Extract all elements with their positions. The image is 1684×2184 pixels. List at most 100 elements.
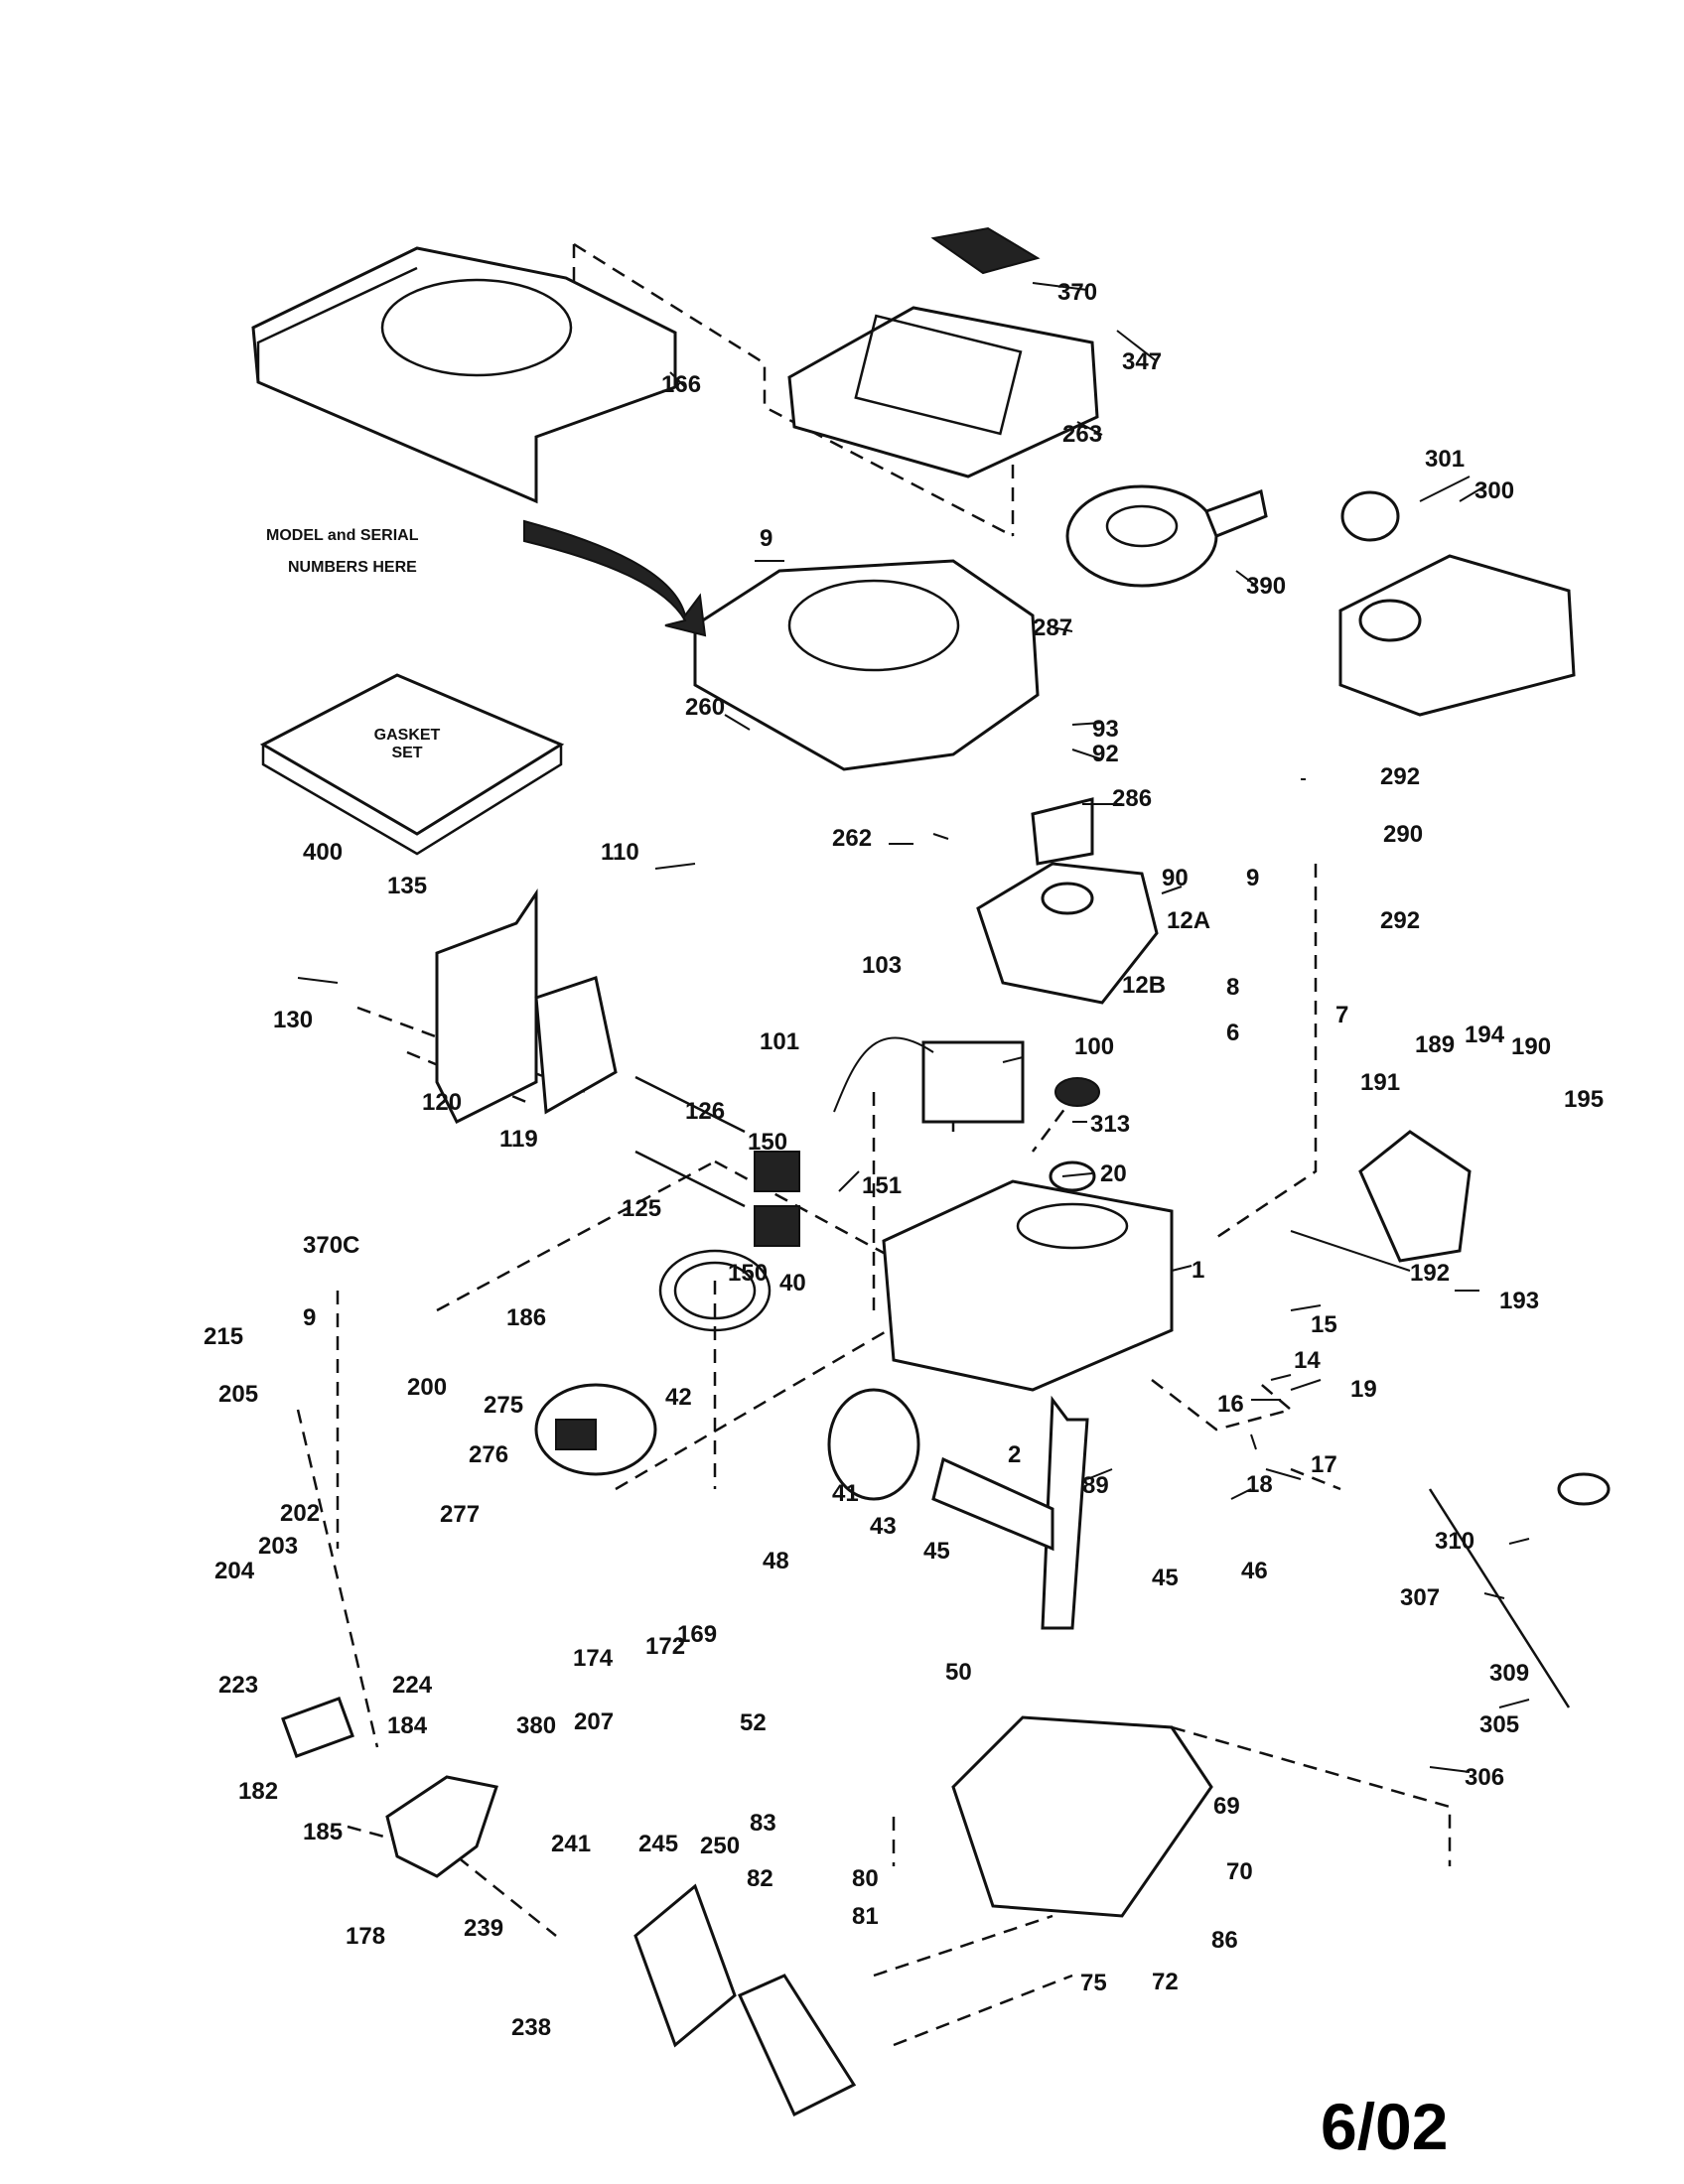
gasket-set-label-2: SET xyxy=(391,745,422,761)
part-label: 1 xyxy=(1192,1257,1204,1284)
model-serial-note: MODEL and SERIAL NUMBERS HERE xyxy=(266,519,707,637)
part-label: 75 xyxy=(1080,1970,1107,1996)
leader-lines xyxy=(297,282,1530,1773)
part-label: 135 xyxy=(387,873,427,899)
part-label: 309 xyxy=(1489,1660,1529,1687)
part-label: 43 xyxy=(870,1513,897,1540)
part-label: 195 xyxy=(1564,1086,1604,1113)
part-label: 310 xyxy=(1435,1528,1474,1555)
part-label: 80 xyxy=(852,1865,879,1892)
part-label: 82 xyxy=(747,1865,773,1892)
blower-housing-260 xyxy=(693,559,1040,771)
part-label: 190 xyxy=(1511,1033,1551,1060)
part-label: 390 xyxy=(1246,573,1286,600)
part-label: 223 xyxy=(218,1672,258,1699)
air-filter-245-250 xyxy=(633,1883,857,2117)
part-label: 276 xyxy=(469,1441,508,1468)
part-label: 262 xyxy=(832,825,872,852)
part-label: 70 xyxy=(1226,1858,1253,1885)
piston-41 xyxy=(827,1388,920,1501)
part-label: 9 xyxy=(303,1304,316,1331)
callout-labels: 3703471662633013009390287260939228626211… xyxy=(204,279,1604,2041)
part-label: 126 xyxy=(685,1098,725,1125)
part-label: 120 xyxy=(422,1089,462,1116)
part-label: 7 xyxy=(1335,1002,1348,1028)
part-label: 263 xyxy=(1062,421,1102,448)
fuel-tank-300 xyxy=(1338,490,1576,717)
part-label: 46 xyxy=(1241,1558,1268,1584)
part-label: 370 xyxy=(1057,279,1097,306)
carburetor-380 xyxy=(281,1697,498,1878)
date-code: 6/02 xyxy=(1321,2090,1448,2163)
assembly-guide-lines xyxy=(296,242,1452,2047)
part-label: 193 xyxy=(1499,1288,1539,1314)
part-label: 174 xyxy=(573,1645,614,1672)
part-label: 200 xyxy=(407,1374,447,1401)
part-label: 400 xyxy=(303,839,343,866)
part-label: 19 xyxy=(1350,1376,1377,1403)
part-label: 370C xyxy=(303,1232,359,1259)
dipstick-310 xyxy=(1428,1472,1611,1708)
engine-block-1 xyxy=(882,1077,1174,1392)
part-label: 93 xyxy=(1092,716,1119,743)
gasket-set-400: GASKET SET xyxy=(259,673,565,856)
flywheel-90 xyxy=(976,797,1159,1005)
part-label: 110 xyxy=(601,839,639,866)
model-serial-line-2: NUMBERS HERE xyxy=(288,559,417,576)
part-label: 50 xyxy=(945,1659,972,1686)
part-label: 45 xyxy=(923,1538,950,1565)
crankshaft-30 xyxy=(931,1395,1089,1630)
part-label: 380 xyxy=(516,1712,556,1739)
recoil-starter-390 xyxy=(1065,484,1268,588)
pointer-arrow-icon xyxy=(523,519,707,637)
part-label: 347 xyxy=(1122,348,1162,375)
part-label: 305 xyxy=(1479,1711,1519,1738)
part-label: 42 xyxy=(665,1384,692,1411)
part-label: 204 xyxy=(214,1558,255,1584)
part-label: 191 xyxy=(1360,1069,1400,1096)
part-label: 172 xyxy=(645,1633,685,1660)
part-label: 186 xyxy=(506,1304,546,1331)
part-label: 292 xyxy=(1380,907,1420,934)
part-label: 166 xyxy=(661,371,701,398)
part-label: 92 xyxy=(1092,741,1119,767)
ignition-module-100 xyxy=(833,1036,1025,1124)
part-label: 151 xyxy=(862,1172,902,1199)
part-label: 239 xyxy=(464,1915,503,1942)
part-label: 287 xyxy=(1033,614,1072,641)
part-label: 202 xyxy=(280,1500,320,1527)
part-label: 12B xyxy=(1122,972,1166,999)
part-label: 16 xyxy=(1217,1391,1244,1418)
part-label: 81 xyxy=(852,1903,879,1930)
part-label: 194 xyxy=(1465,1022,1505,1048)
part-label: 192 xyxy=(1410,1260,1450,1287)
shroud-166 xyxy=(251,246,677,504)
valves-125-126 xyxy=(634,1075,800,1247)
sump-70 xyxy=(951,1715,1213,1918)
part-label: 9 xyxy=(1246,865,1259,891)
part-label: 8 xyxy=(1226,974,1239,1001)
part-label: 9 xyxy=(760,525,772,552)
part-label: 286 xyxy=(1112,785,1152,812)
part-label: 250 xyxy=(700,1833,740,1859)
part-label: 292 xyxy=(1380,763,1420,790)
part-label: 90 xyxy=(1162,865,1189,891)
part-label: 52 xyxy=(740,1709,767,1736)
part-label: 275 xyxy=(484,1392,523,1419)
part-label: 260 xyxy=(685,694,725,721)
part-label: 238 xyxy=(511,2014,551,2041)
part-label: 6 xyxy=(1226,1020,1239,1046)
part-label: 224 xyxy=(392,1672,433,1699)
part-label: 69 xyxy=(1213,1793,1240,1820)
model-serial-line-1: MODEL and SERIAL xyxy=(266,527,419,544)
gasket-set-label-1: GASKET xyxy=(374,727,441,744)
part-label: 83 xyxy=(750,1810,776,1837)
part-label: 18 xyxy=(1246,1471,1273,1498)
part-label: 306 xyxy=(1465,1764,1504,1791)
part-label: 72 xyxy=(1152,1969,1179,1995)
part-label: 277 xyxy=(440,1501,480,1528)
part-label: 101 xyxy=(760,1028,799,1055)
part-label: 40 xyxy=(779,1270,806,1297)
part-label: 178 xyxy=(346,1923,385,1950)
part-label: 17 xyxy=(1311,1451,1337,1478)
